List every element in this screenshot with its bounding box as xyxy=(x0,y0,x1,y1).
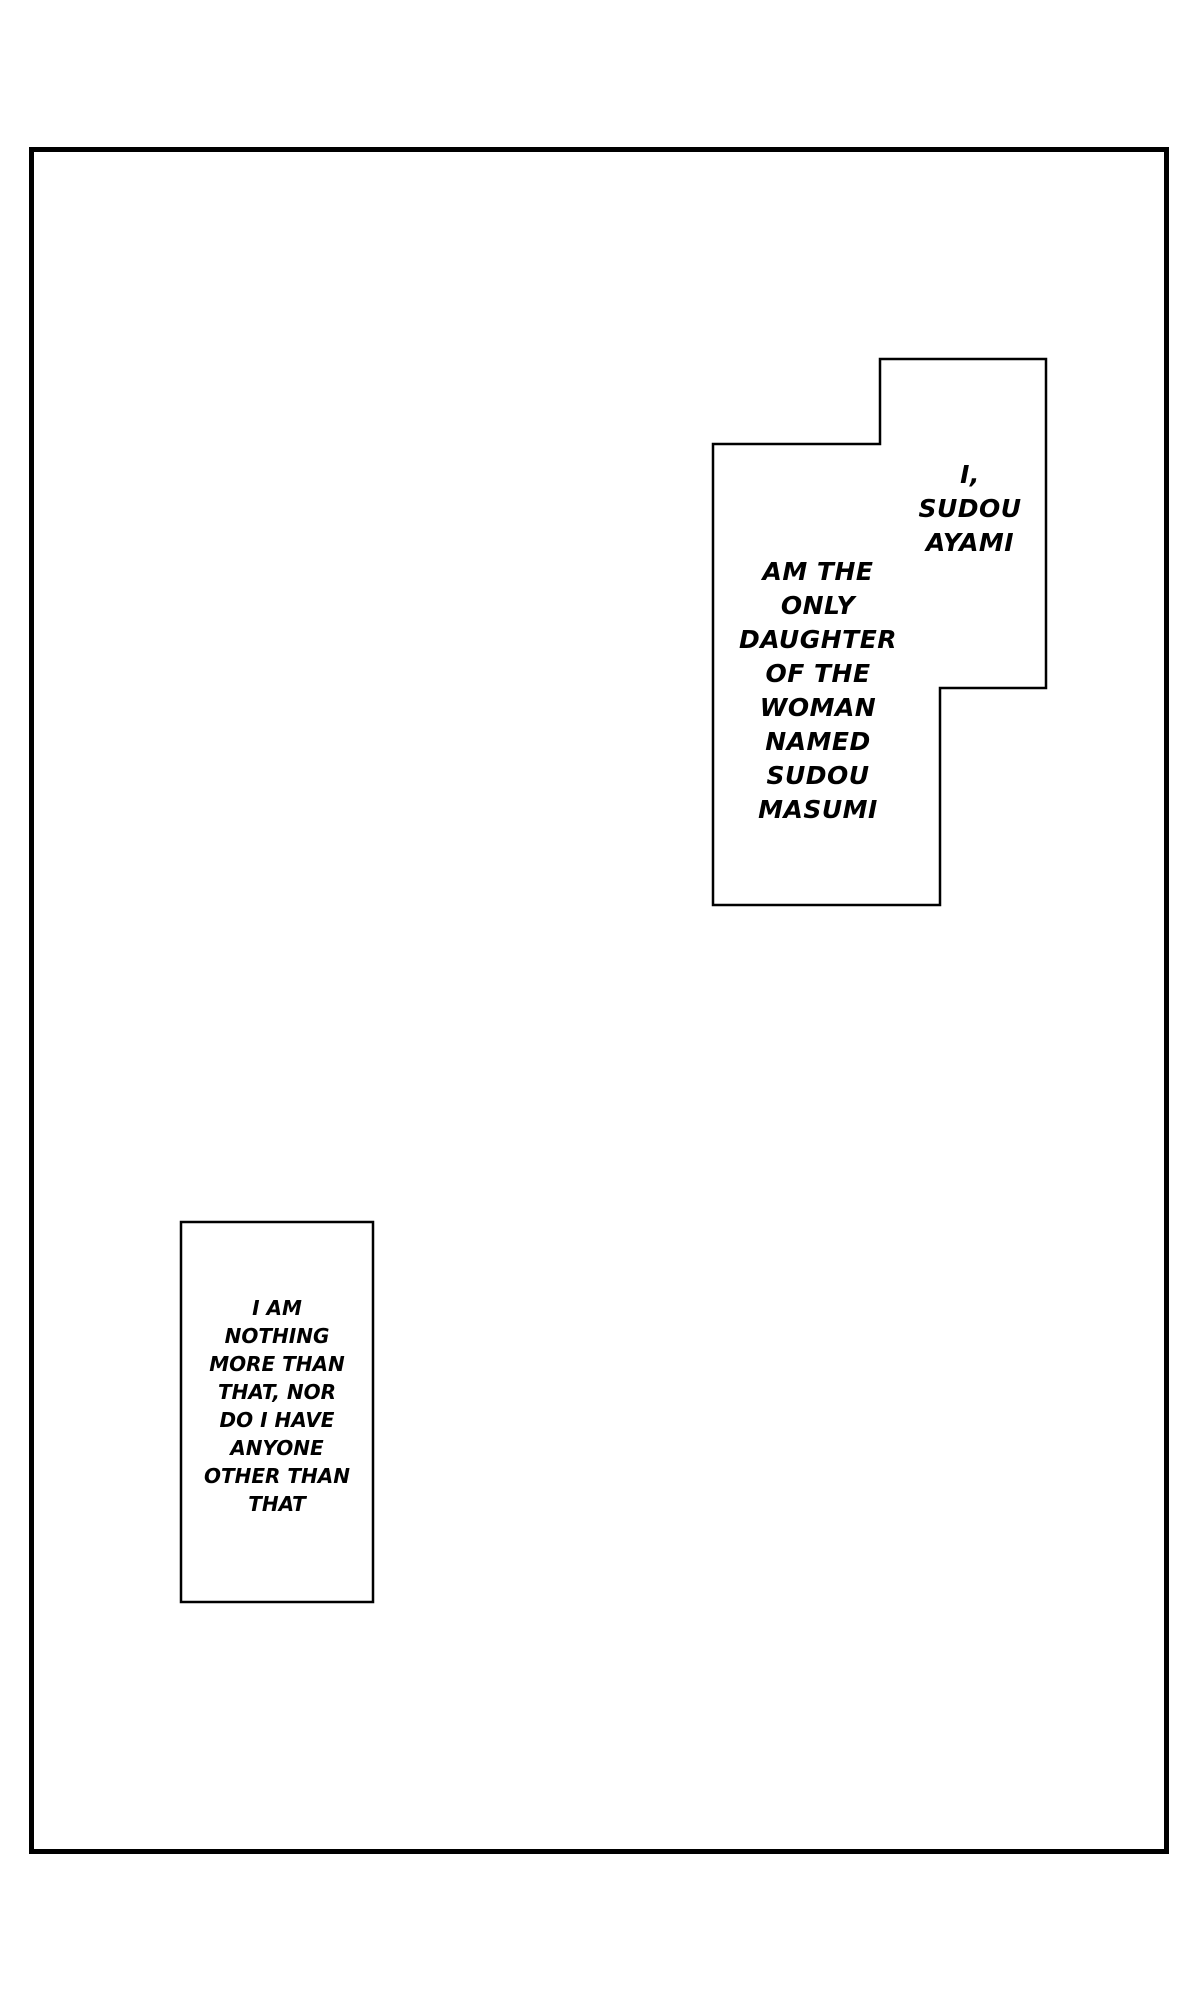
caption-line: SUDOU xyxy=(766,761,870,790)
caption-line: MORE THAN xyxy=(209,1352,345,1376)
caption-line: NOTHING xyxy=(224,1324,330,1348)
caption-line: MASUMI xyxy=(758,795,878,824)
caption-line: DO I HAVE xyxy=(219,1408,335,1432)
caption-line: OTHER THAN xyxy=(203,1464,350,1488)
caption-line: OF THE xyxy=(765,659,871,688)
comic-panel-frame xyxy=(29,147,1169,1854)
caption-intro-name: I, SUDOU AYAMI xyxy=(900,458,1040,560)
caption-line: AYAMI xyxy=(925,528,1015,557)
caption-line: ANYONE xyxy=(230,1436,324,1460)
caption-line: THAT xyxy=(248,1492,306,1516)
caption-line: DAUGHTER xyxy=(738,625,898,654)
caption-line: THAT, NOR xyxy=(217,1380,337,1404)
caption-line: I AM xyxy=(252,1296,302,1320)
caption-line: WOMAN xyxy=(759,693,877,722)
caption-line: I, xyxy=(960,460,980,489)
caption-line: ONLY xyxy=(780,591,856,620)
caption-nothing-more: I AM NOTHING MORE THAN THAT, NOR DO I HA… xyxy=(184,1294,370,1518)
caption-daughter-of: AM THE ONLY DAUGHTER OF THE WOMAN NAMED … xyxy=(728,555,908,827)
caption-line: NAMED xyxy=(765,727,871,756)
caption-line: AM THE xyxy=(762,557,874,586)
caption-line: SUDOU xyxy=(918,494,1022,523)
